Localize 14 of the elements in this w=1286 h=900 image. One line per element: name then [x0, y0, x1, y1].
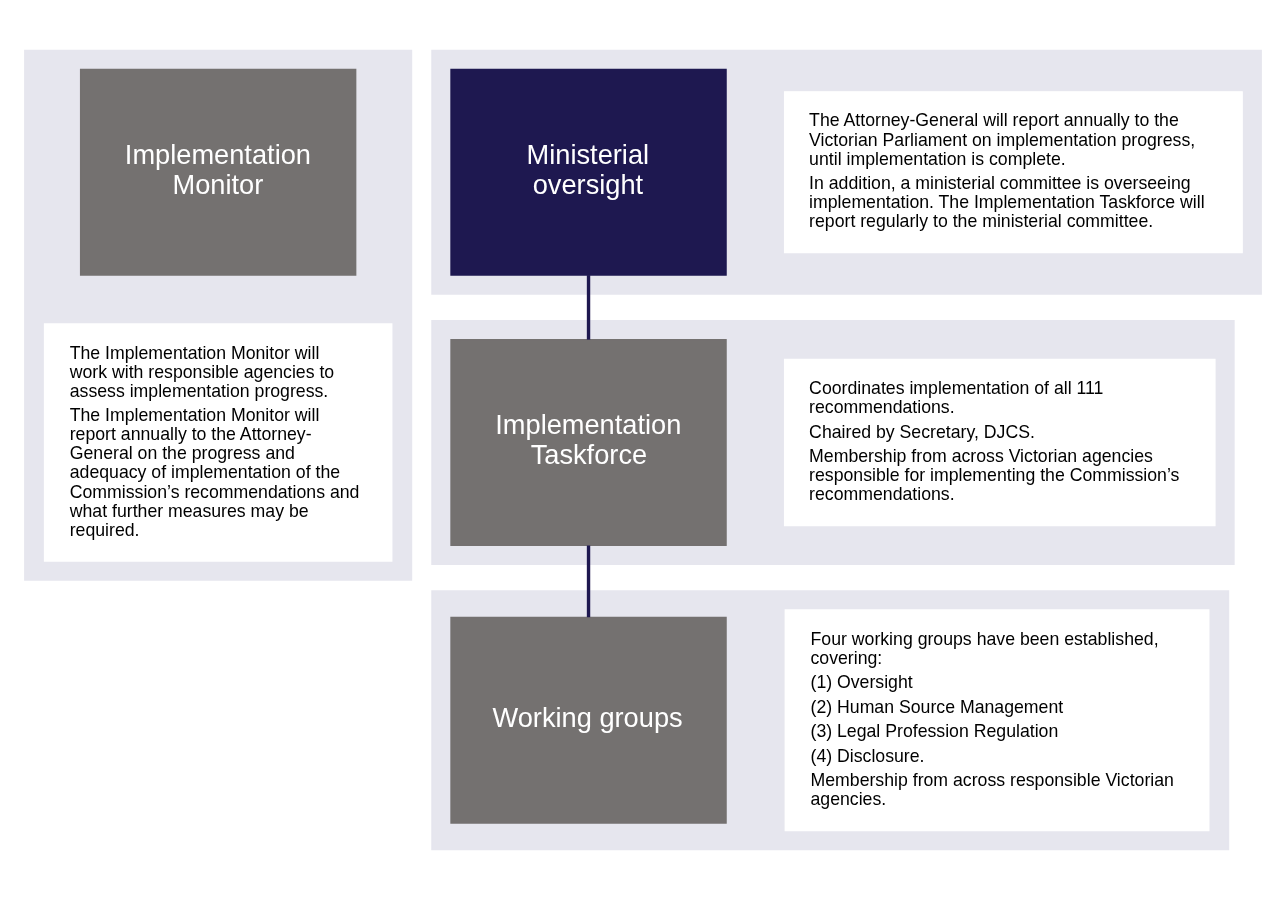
connector [586, 275, 591, 340]
node-box: The Implementation Monitor will work with responsible agencies to assess implementation progress. The Implementation Monitor will report annually to the Attorney-General on the progress and adequacy of implementation of the Commission’s recommendations and what further measures may be required. [43, 323, 393, 562]
connector [586, 545, 591, 618]
cluster [431, 590, 1230, 851]
node-box: Implementation Monitor [79, 68, 357, 276]
cluster [24, 49, 413, 581]
node-box: Working groups [450, 616, 727, 824]
node-box: Ministerial oversight [450, 68, 727, 276]
node-box: Implementation Taskforce [450, 339, 727, 546]
cluster [431, 319, 1235, 566]
node-box: The Attorney-General will report annually to the Victorian Parliament on implementation progress, until implementation is complete. In addition, a ministerial committee is overseeing implementation. The Implementation Taskforce will report regularly to the ministerial committee. [783, 91, 1243, 254]
node-box: Four working groups have been established, covering: (1) Oversight (2) Human Source Management (3) Legal Profession Regulation (4) Disclosure. Membership from across responsible Victorian agencies. [784, 609, 1210, 832]
cluster [431, 49, 1262, 295]
node-box: Coordinates implementation of all 111 recommendations. Chaired by Secretary, DJCS. Membership from across Victorian agencies responsible for implementing the Commission’s recommendations. [783, 358, 1216, 527]
